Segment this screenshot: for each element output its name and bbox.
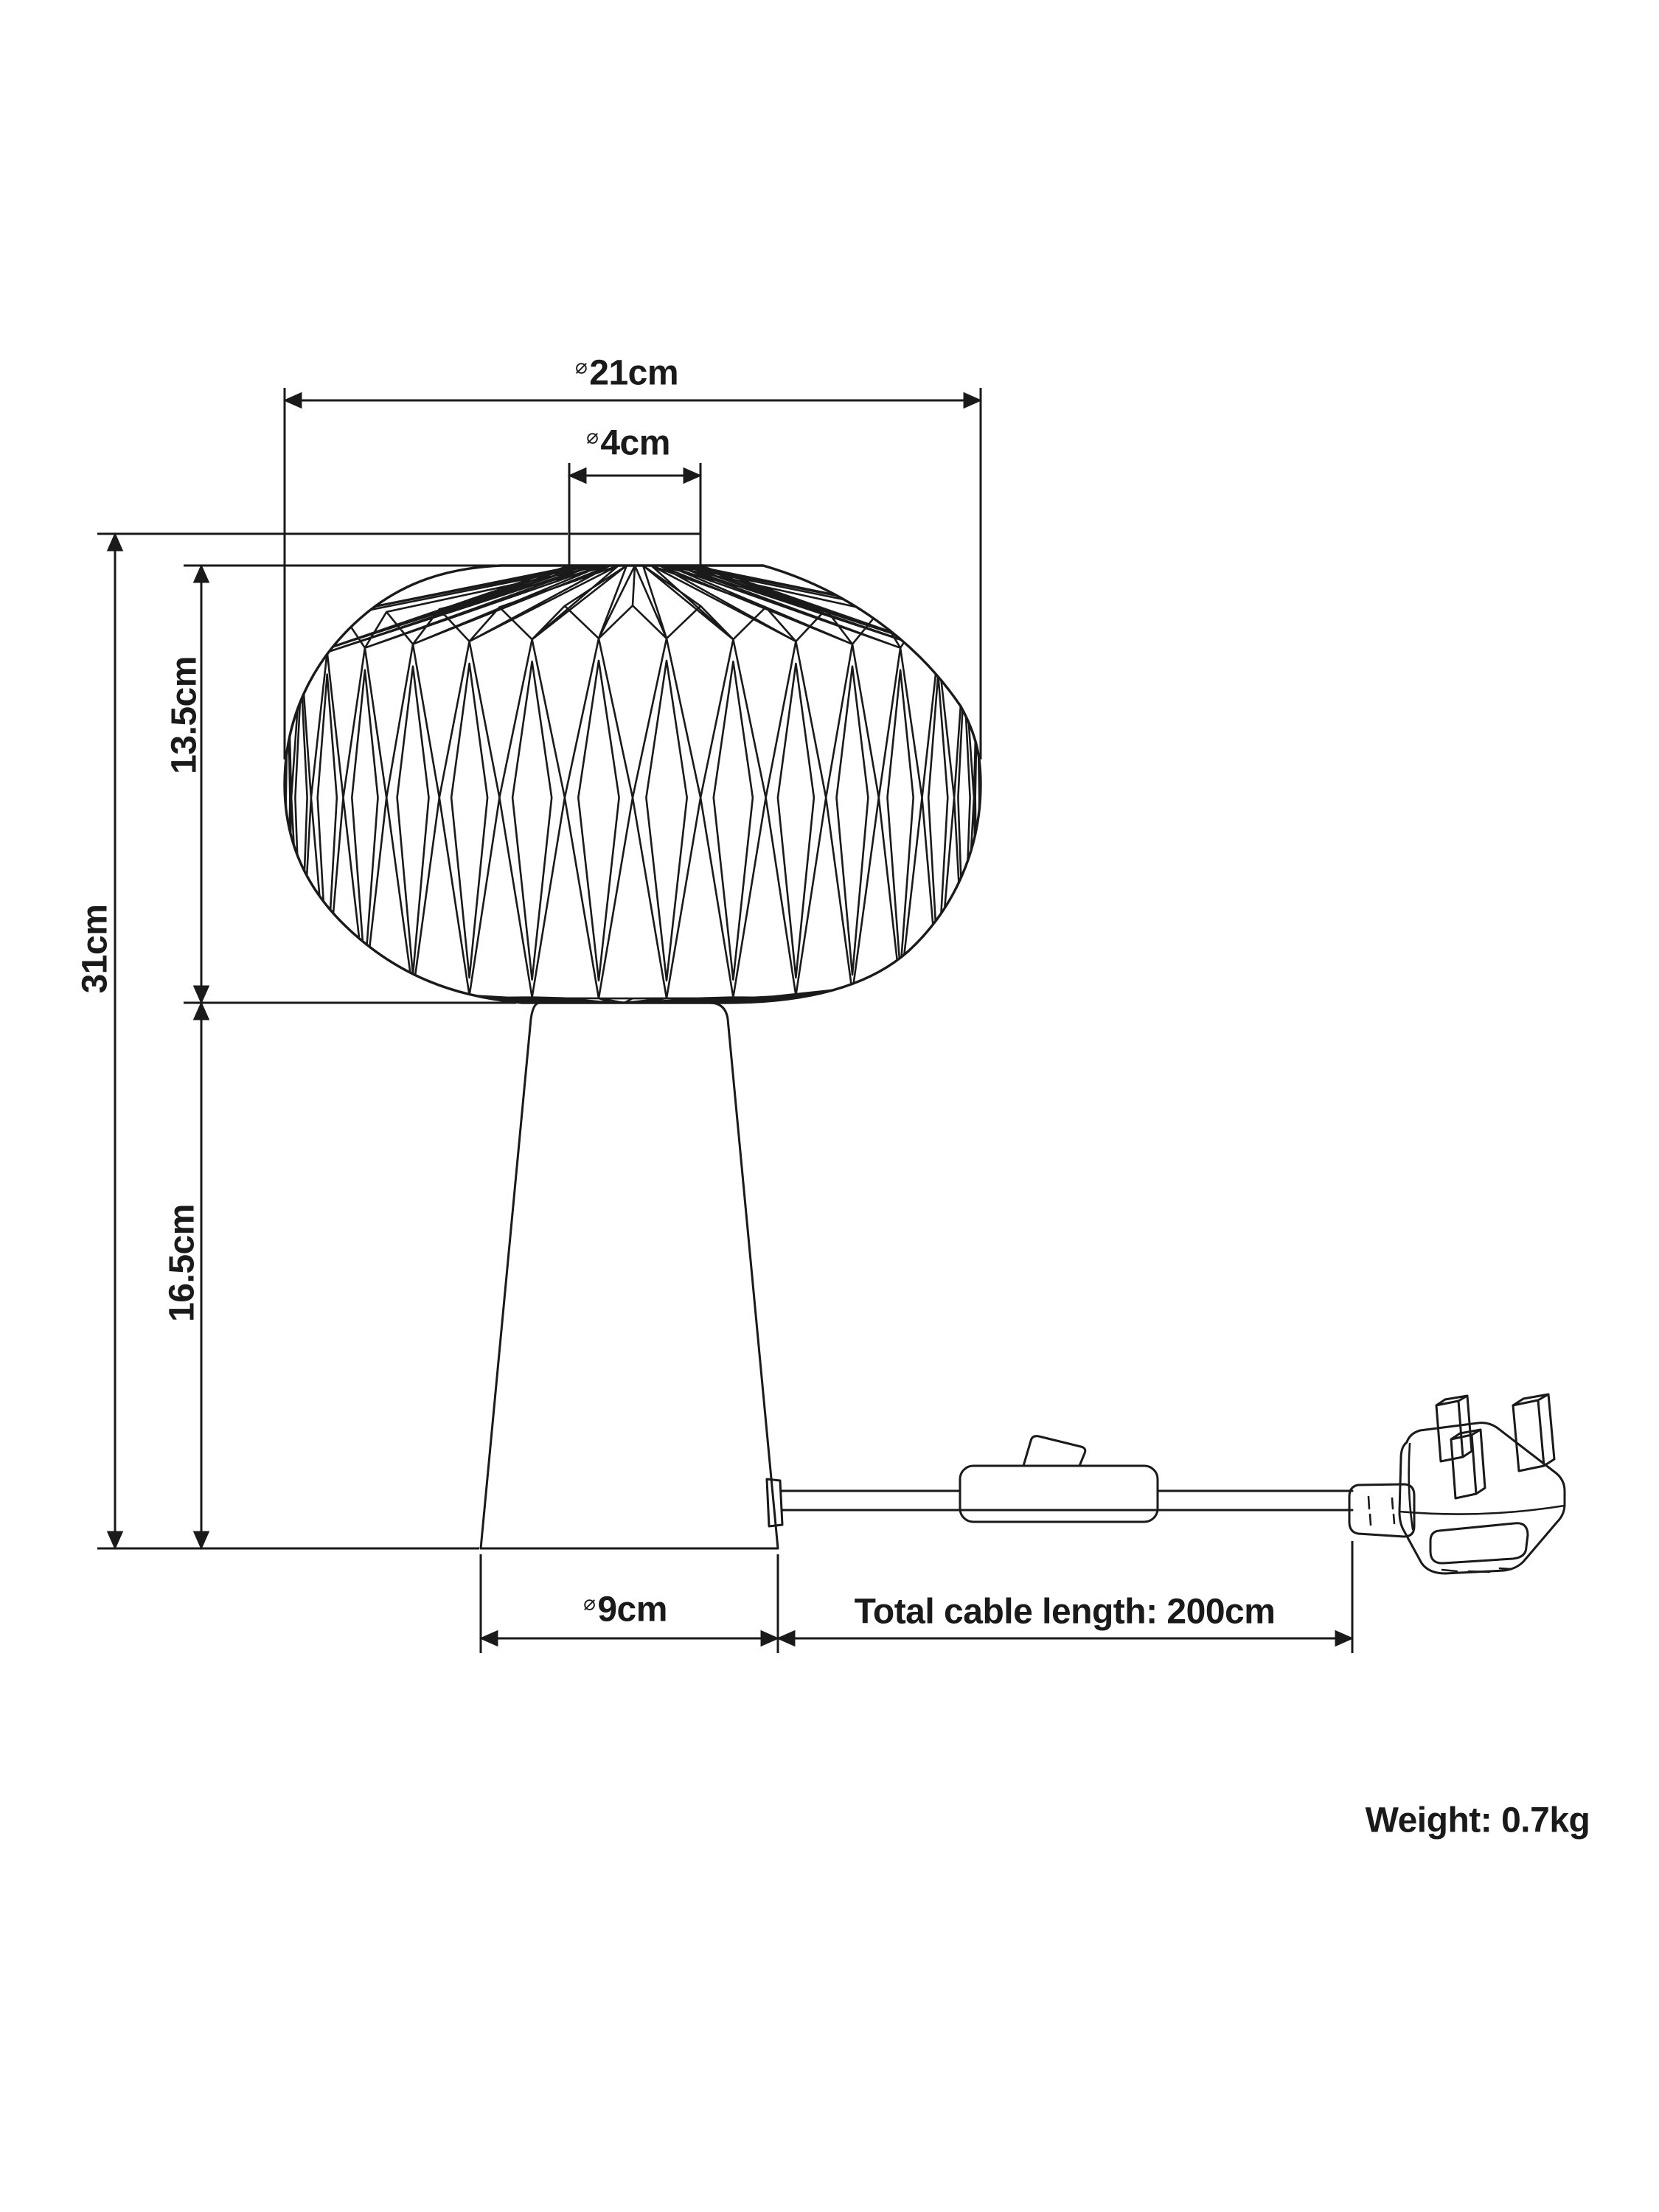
dimension-shade-diameter — [282, 388, 983, 759]
lamp-base-drawing — [479, 1001, 784, 1550]
dimension-cap-diameter — [567, 463, 703, 534]
lamp-cap-drawing — [568, 532, 702, 567]
label-base-diameter: ⌀9cm — [583, 1590, 667, 1630]
label-shade-height: 13.5cm — [164, 656, 204, 774]
dimension-total-height — [97, 532, 568, 1551]
diameter-symbol: ⌀ — [574, 355, 588, 378]
dimension-lines — [97, 388, 1354, 1653]
inline-switch-drawing — [959, 1435, 1159, 1523]
label-weight: Weight: 0.7kg — [1365, 1801, 1590, 1840]
label-cap-diameter: ⌀4cm — [586, 423, 670, 463]
label-total-height: 31cm — [75, 904, 115, 994]
uk-plug-drawing — [1348, 1393, 1566, 1575]
lamp-shade-drawing — [283, 532, 982, 1004]
dimension-shade-height — [184, 563, 516, 1005]
dimension-cable-length — [776, 1541, 1354, 1653]
cable-gland-drawing — [765, 1478, 784, 1528]
switch-rocker-drawing — [1022, 1435, 1087, 1467]
diameter-symbol: ⌀ — [586, 425, 599, 448]
plug-pins-drawing — [1435, 1393, 1556, 1500]
shade-pleat-lattice — [285, 566, 981, 1003]
diameter-symbol: ⌀ — [583, 1591, 596, 1615]
label-cable-length: Total cable length: 200cm — [854, 1592, 1276, 1632]
label-shade-diameter: ⌀21cm — [574, 353, 679, 393]
label-base-height: 16.5cm — [162, 1204, 202, 1322]
power-cable-drawing — [781, 1489, 1354, 1512]
